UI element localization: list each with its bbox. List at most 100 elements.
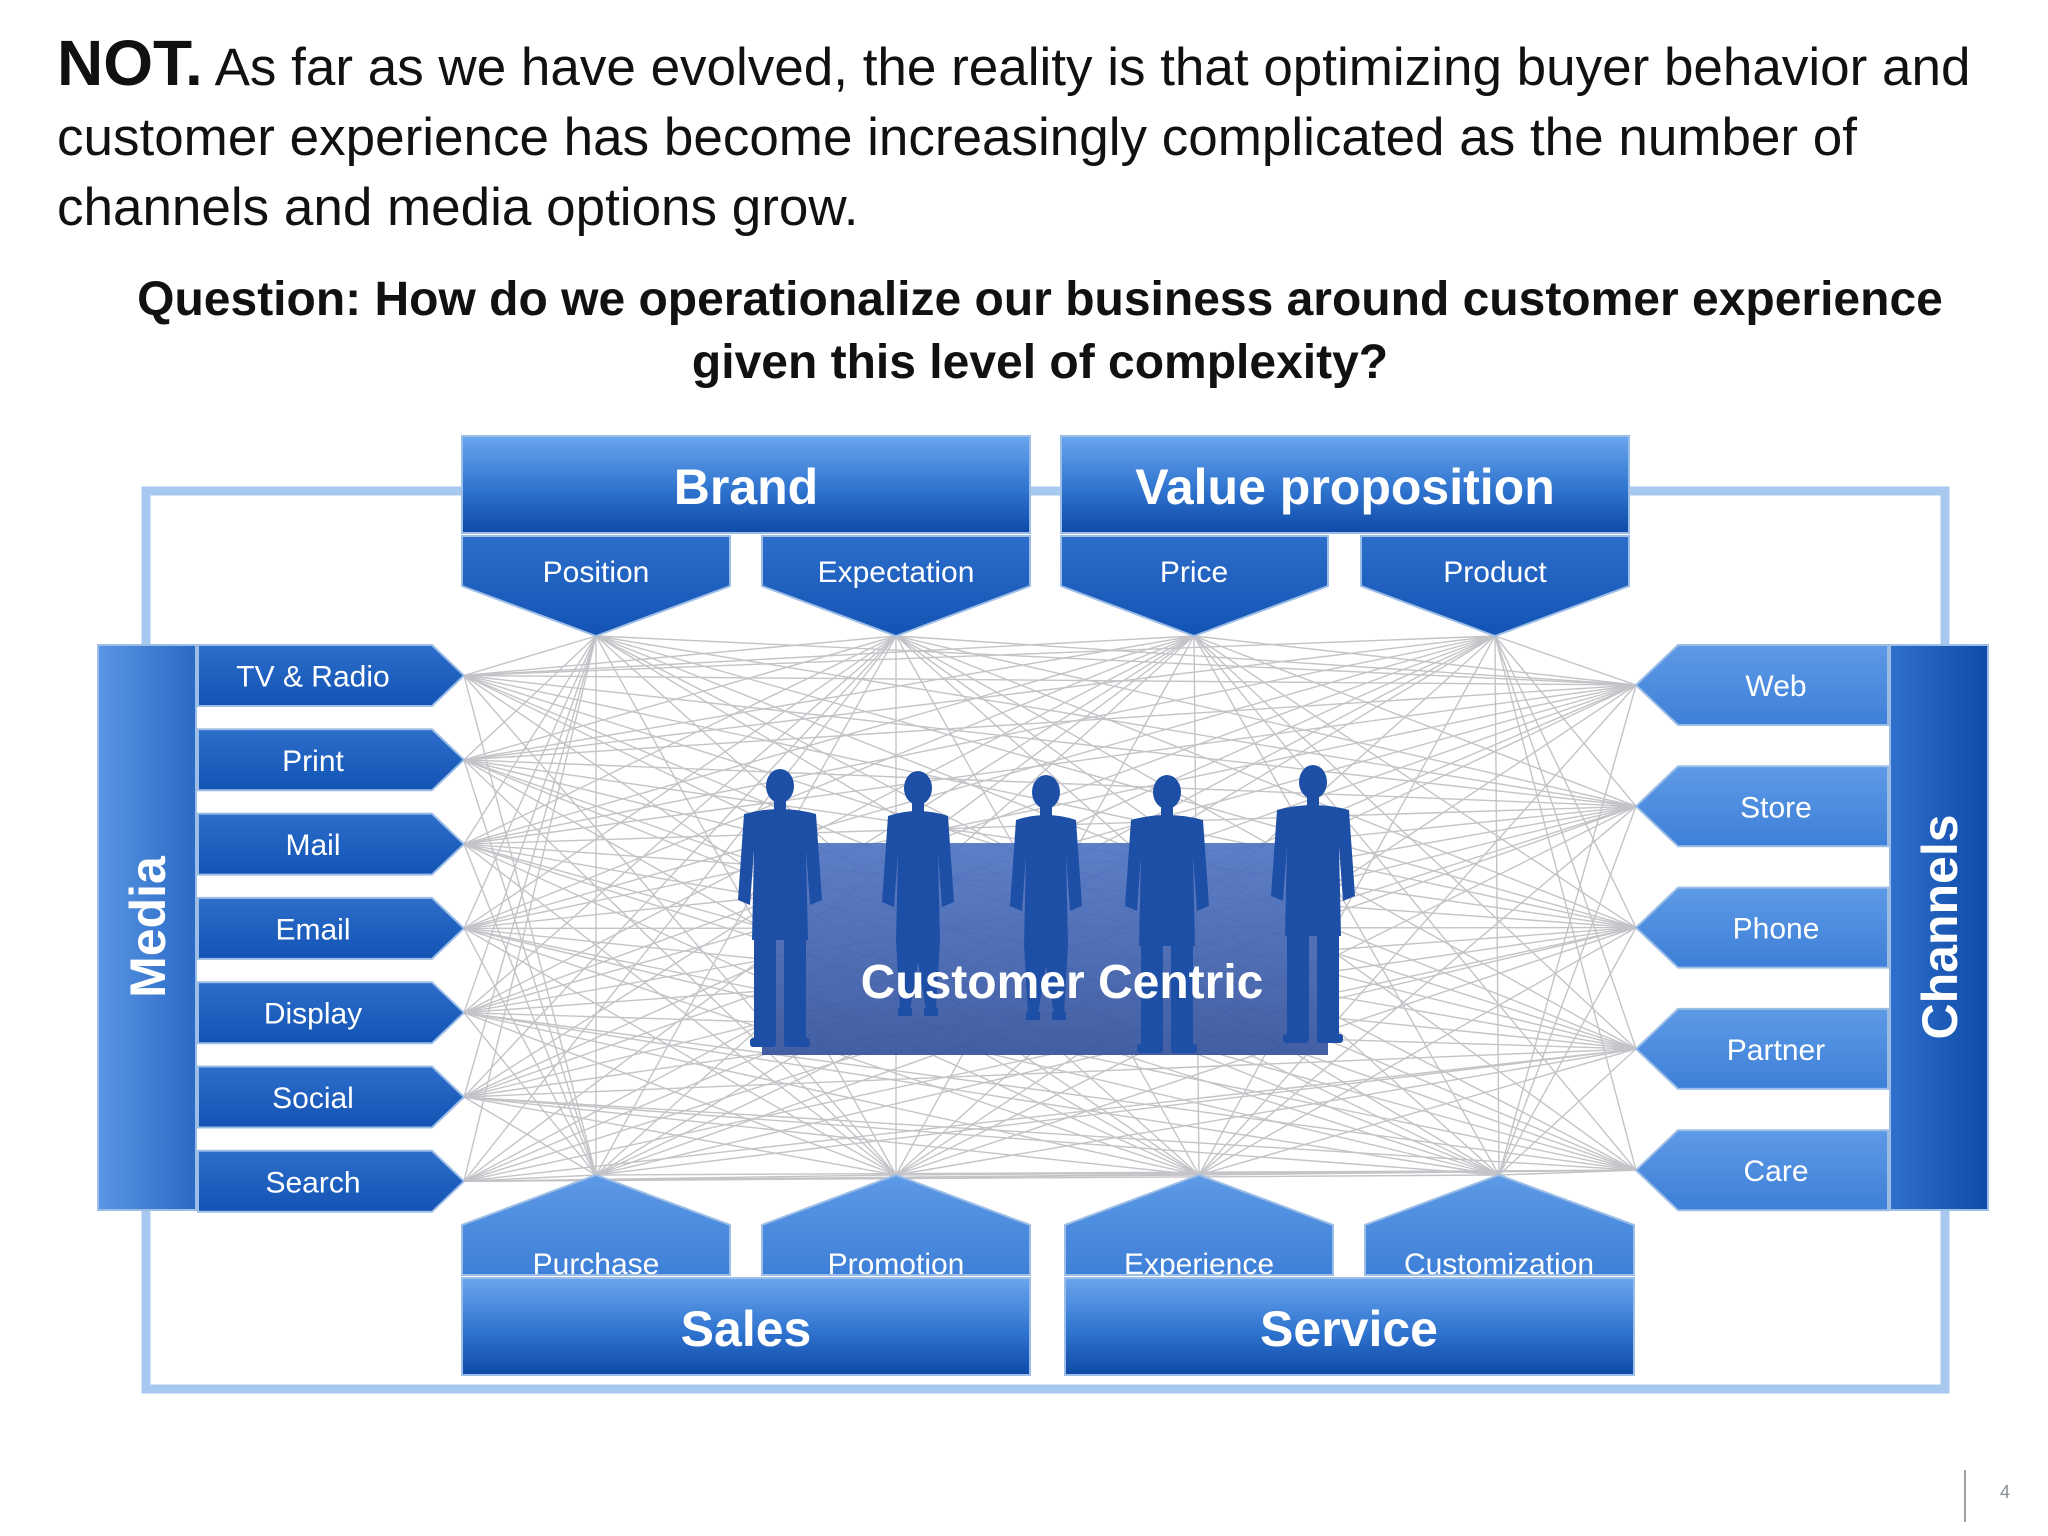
media-item-label: Social bbox=[272, 1082, 354, 1115]
person-silhouette bbox=[1271, 765, 1355, 1043]
connection-line bbox=[463, 635, 1195, 761]
media-item-print[interactable] bbox=[197, 728, 466, 792]
connection-line bbox=[463, 635, 597, 1013]
brand-item-expectation[interactable] bbox=[761, 535, 1031, 638]
connection-line bbox=[463, 1174, 1500, 1183]
service-item-experience[interactable] bbox=[1064, 1173, 1334, 1276]
media-item-label: Email bbox=[275, 913, 350, 946]
connection-line bbox=[463, 635, 597, 677]
connection-line bbox=[463, 635, 597, 845]
connection-line bbox=[595, 635, 1637, 1050]
connection-line bbox=[1198, 1169, 1637, 1176]
service-header bbox=[1064, 1277, 1635, 1376]
value-item-product-label: Product bbox=[1443, 556, 1547, 589]
page-number: 4 bbox=[2000, 1482, 2011, 1502]
sales-item-promotion-label: Promotion bbox=[828, 1248, 965, 1281]
media-item-social[interactable] bbox=[197, 1065, 466, 1129]
value-item-price[interactable] bbox=[1060, 535, 1329, 638]
question-text: Question: How do we operationalize our b… bbox=[137, 273, 1943, 389]
connection-line bbox=[463, 635, 597, 1182]
media-items: TV & RadioPrintMailEmailDisplaySocialSea… bbox=[197, 644, 466, 1213]
channel-item-care[interactable] bbox=[1634, 1129, 1889, 1212]
sales-item-promotion[interactable] bbox=[761, 1173, 1031, 1276]
service-item-experience-label: Experience bbox=[1124, 1248, 1274, 1281]
connection-line bbox=[1193, 635, 1637, 1050]
connection-line bbox=[595, 1048, 1637, 1176]
connection-line bbox=[463, 635, 897, 845]
service-item-customization-label: Customization bbox=[1404, 1248, 1594, 1281]
customer-centric-label: Customer Centric bbox=[861, 956, 1264, 1009]
connection-line bbox=[463, 1012, 1500, 1176]
connection-line bbox=[595, 635, 1637, 686]
connection-line bbox=[463, 635, 1496, 1014]
connection-line bbox=[463, 674, 1637, 807]
media-bar bbox=[97, 644, 197, 1211]
channels-title: Channels bbox=[1912, 814, 1968, 1039]
connection-line bbox=[463, 635, 897, 1014]
connection-line bbox=[1198, 805, 1637, 1176]
connection-line bbox=[463, 1096, 1500, 1176]
intro-lead: NOT. bbox=[57, 27, 203, 99]
sales-title: Sales bbox=[681, 1301, 812, 1357]
media-item-mail[interactable] bbox=[197, 812, 466, 876]
brand-header bbox=[461, 435, 1031, 534]
connection-line bbox=[895, 635, 1637, 686]
person-silhouette bbox=[1010, 775, 1082, 1020]
channel-item-label: Phone bbox=[1733, 913, 1820, 946]
media-item-email[interactable] bbox=[197, 896, 466, 960]
connection-line bbox=[463, 674, 1637, 686]
connection-line bbox=[895, 635, 1637, 929]
channel-item-partner[interactable] bbox=[1634, 1007, 1889, 1090]
channel-item-phone[interactable] bbox=[1634, 886, 1889, 969]
people-silhouettes bbox=[738, 765, 1355, 1053]
connection-line bbox=[1498, 927, 1637, 1176]
connection-line bbox=[1193, 635, 1637, 807]
connection-line bbox=[1498, 1169, 1637, 1176]
value-proposition-header bbox=[1060, 435, 1630, 534]
connection-line bbox=[1494, 635, 1637, 928]
media-item-label: Search bbox=[265, 1166, 360, 1199]
connection-line bbox=[1498, 806, 1637, 1176]
connection-line bbox=[595, 635, 897, 1176]
connection-line bbox=[463, 635, 597, 761]
media-item-label: Print bbox=[282, 745, 344, 778]
connection-line bbox=[463, 1096, 597, 1176]
connection-line bbox=[1494, 635, 1637, 1050]
channel-item-store[interactable] bbox=[1634, 765, 1889, 848]
person-silhouette bbox=[1125, 775, 1209, 1053]
connection-line bbox=[463, 635, 597, 1098]
connection-line bbox=[463, 635, 1496, 930]
media-title: Media bbox=[120, 855, 176, 998]
person-silhouette bbox=[882, 771, 954, 1016]
connection-line bbox=[1198, 635, 1496, 1176]
brand-item-position[interactable] bbox=[461, 535, 731, 638]
connection-line bbox=[463, 635, 897, 761]
connection-line bbox=[1498, 1048, 1637, 1176]
connection-line bbox=[463, 1096, 1637, 1171]
media-item-display[interactable] bbox=[197, 981, 466, 1045]
channel-item-label: Web bbox=[1745, 670, 1806, 703]
connection-line bbox=[1494, 635, 1500, 1176]
media-item-search[interactable] bbox=[197, 1149, 466, 1213]
service-item-customization[interactable] bbox=[1364, 1173, 1635, 1276]
intro-text: As far as we have evolved, the reality i… bbox=[57, 38, 1971, 237]
sales-header bbox=[461, 1277, 1031, 1376]
channel-item-label: Partner bbox=[1727, 1034, 1825, 1067]
connection-line bbox=[1198, 926, 1637, 1176]
brand-item-expectation-label: Expectation bbox=[818, 556, 975, 589]
sales-item-purchase[interactable] bbox=[461, 1173, 731, 1276]
page-divider bbox=[1964, 1470, 1966, 1522]
intro-paragraph: NOT. As far as we have evolved, the real… bbox=[57, 28, 2007, 243]
connection-line bbox=[463, 635, 897, 677]
value-item-product[interactable] bbox=[1360, 535, 1630, 638]
media-item-label: Display bbox=[264, 998, 362, 1031]
value-proposition-title: Value proposition bbox=[1135, 459, 1554, 515]
connection-line bbox=[463, 635, 1195, 845]
media-item-tv-and-radio[interactable] bbox=[197, 644, 466, 707]
channel-item-web[interactable] bbox=[1634, 644, 1889, 726]
connection-line bbox=[463, 635, 897, 929]
person-silhouette bbox=[738, 769, 822, 1047]
connection-line bbox=[463, 843, 597, 1176]
